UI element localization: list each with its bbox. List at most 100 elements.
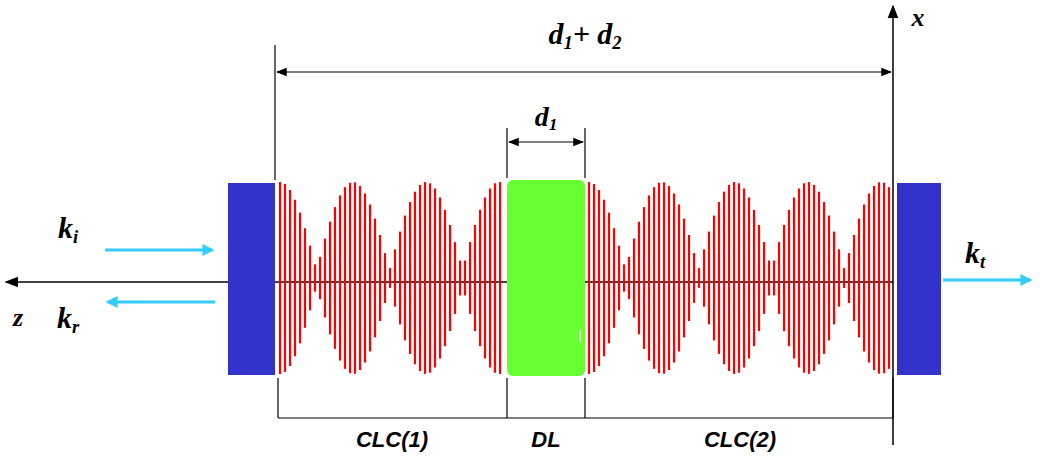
dimension-tick	[584, 128, 585, 178]
helix-bar	[738, 183, 740, 372]
dimension-tick	[274, 45, 275, 180]
helix-bar	[374, 219, 376, 338]
helix-bars	[280, 182, 889, 374]
helix-bar	[419, 185, 421, 371]
helix-bar	[434, 189, 436, 368]
x-axis	[892, 6, 894, 445]
helix-bar	[474, 225, 476, 331]
helix-bar	[763, 242, 765, 314]
helix-bar	[728, 185, 730, 371]
helix-bar	[788, 210, 790, 346]
helix-bar	[349, 183, 351, 374]
helix-bar	[658, 183, 660, 374]
helix-bar	[838, 249, 840, 306]
helix-bar	[783, 225, 785, 331]
helix-bar	[608, 213, 610, 344]
helix-bar	[409, 202, 411, 354]
helix-bar	[823, 202, 825, 354]
wave-vector-label: kr	[57, 303, 79, 336]
helix-bar	[399, 232, 401, 325]
glass-plate	[228, 183, 275, 375]
helix-bar	[678, 205, 680, 352]
helix-bar	[758, 225, 760, 331]
wave-vector-label: kt	[965, 238, 985, 271]
helix-bar	[379, 235, 381, 321]
helix-bar	[828, 216, 830, 341]
helix-bar	[613, 228, 615, 328]
helix-bar	[324, 239, 326, 318]
helix-bar	[633, 239, 635, 318]
helix-bar	[743, 189, 745, 368]
helix-bar	[753, 210, 755, 346]
helix-bar	[593, 184, 595, 372]
helix-bar	[713, 216, 715, 341]
defect-layer	[507, 180, 585, 376]
helix-bar	[723, 192, 725, 365]
helix-bar	[309, 246, 311, 311]
bracket	[584, 378, 585, 418]
helix-bar	[693, 253, 695, 303]
helix-bar	[698, 268, 700, 288]
helix-bar	[748, 197, 750, 358]
dimension-label: d1	[535, 103, 558, 134]
helix-bar	[833, 232, 835, 325]
helix-bar	[414, 192, 416, 365]
helix-bar	[773, 261, 775, 296]
helix-bar	[359, 186, 361, 370]
helix-bar	[818, 192, 820, 365]
helix-bar	[803, 183, 805, 372]
helix-bar	[708, 232, 710, 325]
helix-bar	[354, 182, 356, 373]
helix-bar	[464, 261, 466, 296]
helix-bar	[618, 246, 620, 311]
helix-bar	[733, 182, 735, 374]
helix-bar	[369, 205, 371, 352]
helix-bar	[319, 257, 321, 299]
region-label: CLC(2)	[704, 429, 776, 451]
helix-bar	[628, 257, 630, 299]
helix-bar	[364, 193, 366, 362]
helix-bar	[339, 195, 341, 360]
dimension-tick	[506, 128, 507, 178]
helix-bar	[598, 190, 600, 366]
dimension-line	[509, 141, 583, 142]
helix-bar	[703, 249, 705, 306]
helix-bar	[853, 235, 855, 321]
helix-bar	[718, 202, 720, 354]
region-label: DL	[531, 429, 560, 451]
axis-label: x	[912, 5, 925, 31]
bracket	[506, 378, 507, 418]
helix-bar	[778, 242, 780, 314]
helix-bar	[848, 253, 850, 303]
helix-bar	[479, 210, 481, 346]
helix-bar	[494, 183, 496, 372]
helix-bar	[653, 187, 655, 369]
helix-bar	[588, 182, 590, 374]
helix-bar	[623, 264, 625, 291]
helix-bar	[404, 216, 406, 341]
helix-bar	[444, 210, 446, 346]
helix-bar	[843, 268, 845, 288]
helix-bar	[384, 253, 386, 303]
helix-bar	[454, 242, 456, 314]
dimension-line	[277, 71, 891, 72]
helix-bar	[873, 186, 875, 370]
helix-bar	[863, 205, 865, 352]
helix-bar	[459, 261, 461, 296]
incident-arrow	[105, 249, 212, 252]
helix-bar	[449, 225, 451, 331]
helix-bar	[603, 200, 605, 357]
helix-bar	[813, 185, 815, 371]
helix-bar	[394, 249, 396, 306]
helix-bar	[868, 193, 870, 362]
helix-bar	[683, 219, 685, 338]
helix-bar	[643, 207, 645, 349]
helix-bar	[858, 219, 860, 338]
helix-bar	[798, 189, 800, 368]
helix-bar	[429, 183, 431, 372]
wave-vector-label: ki	[58, 213, 78, 246]
helix-bar	[294, 200, 296, 357]
helix-bar	[424, 182, 426, 374]
